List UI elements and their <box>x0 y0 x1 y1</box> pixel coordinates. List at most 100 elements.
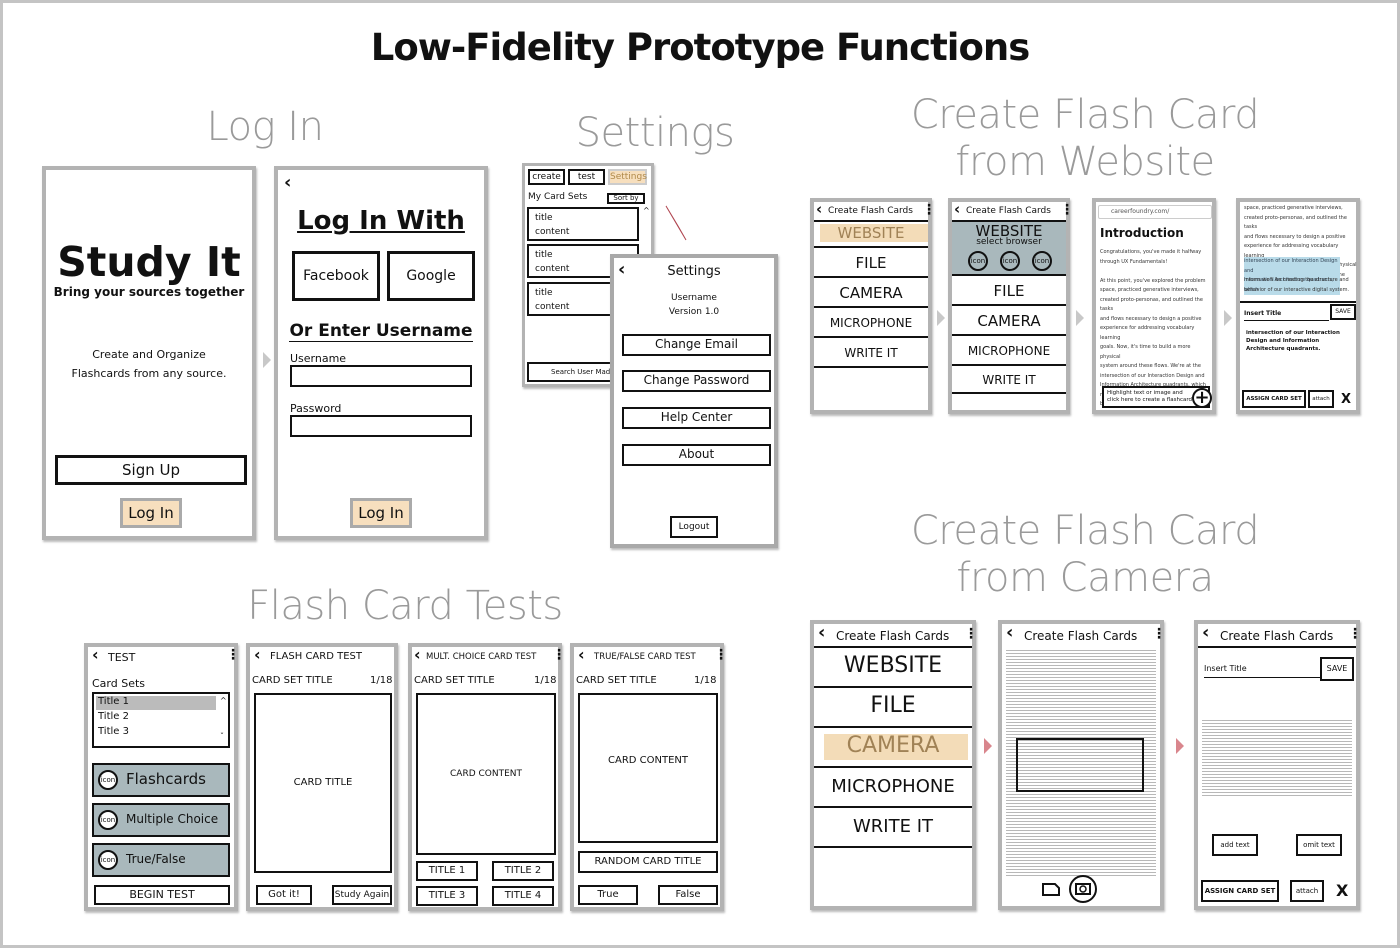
option-file[interactable]: FILE <box>855 254 887 272</box>
mode-flashcards-button[interactable]: Flashcards <box>92 763 230 797</box>
back-icon[interactable]: ‹ <box>818 622 826 643</box>
back-icon[interactable]: ‹ <box>578 645 585 664</box>
true-false-card: CARD CONTENT <box>578 693 718 843</box>
back-icon[interactable]: ‹ <box>1006 622 1014 643</box>
more-options-icon[interactable]: ⋮ <box>922 202 936 218</box>
divider <box>814 336 928 338</box>
login-submit-button[interactable]: Log In <box>350 498 412 528</box>
option-website[interactable]: WEBSITE <box>843 653 943 678</box>
website-options-screen: ‹ Create Flash Cards ⋮ WEBSITE FILE CAME… <box>810 198 936 414</box>
choice-button[interactable]: TITLE 3 <box>416 886 478 906</box>
card-set-option[interactable]: Title 3 <box>98 726 129 737</box>
omit-text-button[interactable]: omit text <box>1296 834 1342 856</box>
facebook-button[interactable]: Facebook <box>292 251 380 301</box>
signup-button[interactable]: Sign Up <box>55 455 247 485</box>
close-icon[interactable]: X <box>1336 881 1349 900</box>
google-button[interactable]: Google <box>387 251 475 301</box>
flash-card-test-screen: ‹ FLASH CARD TEST CARD SET TITLE 1/18 CA… <box>246 643 398 911</box>
option-camera[interactable]: CAMERA <box>977 312 1041 330</box>
more-options-icon[interactable]: ⋮ <box>552 647 566 663</box>
sort-by-button[interactable]: Sort by <box>607 193 645 204</box>
logout-button[interactable]: Logout <box>670 516 718 538</box>
back-icon[interactable]: ‹ <box>414 645 421 664</box>
browser-icon[interactable]: icon <box>1000 251 1020 271</box>
add-text-button[interactable]: add text <box>1212 834 1258 856</box>
capture-selection-box[interactable] <box>1016 738 1144 792</box>
mult-choice-test-header: MULT. CHOICE CARD TEST <box>426 652 537 662</box>
mode-multiple-choice-button[interactable]: Multiple Choice <box>92 803 230 837</box>
highlighted-text: intersection of our Interaction Design a… <box>1244 257 1340 295</box>
insert-title-input[interactable]: Insert Title <box>1244 310 1282 317</box>
card-set-option[interactable]: Title 2 <box>98 711 129 722</box>
begin-test-button[interactable]: BEGIN TEST <box>94 885 230 905</box>
study-again-button[interactable]: Study Again <box>332 885 392 905</box>
camera-shutter-icon[interactable] <box>1068 874 1098 904</box>
back-icon[interactable]: ‹ <box>954 200 961 218</box>
save-button[interactable]: SAVE <box>1330 304 1356 320</box>
option-microphone[interactable]: MICROPHONE <box>831 776 955 797</box>
choice-button[interactable]: TITLE 1 <box>416 861 478 881</box>
attach-button[interactable]: attach <box>1290 880 1324 902</box>
scroll-up-icon[interactable]: ^ <box>643 206 650 215</box>
option-write-it[interactable]: WRITE IT <box>852 816 933 837</box>
option-camera[interactable]: CAMERA <box>846 733 940 758</box>
login-button[interactable]: Log In <box>120 498 182 528</box>
option-camera[interactable]: CAMERA <box>839 284 903 302</box>
password-input[interactable] <box>290 415 472 437</box>
more-options-icon[interactable]: ⋮ <box>1152 626 1166 642</box>
back-icon[interactable]: ‹ <box>618 259 626 280</box>
option-file[interactable]: FILE <box>870 693 916 718</box>
option-file[interactable]: FILE <box>993 282 1025 300</box>
add-flashcard-icon[interactable]: + <box>1192 388 1212 408</box>
more-options-icon[interactable]: ⋮ <box>226 647 240 663</box>
settings-panel: ‹ Settings Username Version 1.0 Change E… <box>610 254 778 548</box>
tab-settings[interactable]: Settings <box>608 169 647 185</box>
close-icon[interactable]: X <box>1341 392 1352 407</box>
scroll-down-icon[interactable]: ˇ <box>220 732 224 741</box>
back-icon[interactable]: ‹ <box>284 172 292 193</box>
scroll-up-icon[interactable]: ^ <box>220 696 227 705</box>
switch-camera-icon[interactable] <box>1040 880 1062 898</box>
false-button[interactable]: False <box>658 885 718 905</box>
option-microphone[interactable]: MICROPHONE <box>967 344 1051 358</box>
change-email-button[interactable]: Change Email <box>622 334 771 356</box>
change-password-button[interactable]: Change Password <box>622 370 771 392</box>
back-icon[interactable]: ‹ <box>1202 622 1210 643</box>
browser-icon[interactable]: icon <box>1032 251 1052 271</box>
attach-button[interactable]: attach <box>1308 390 1334 408</box>
card-set-content: content <box>535 302 570 312</box>
more-options-icon[interactable]: ⋮ <box>714 647 728 663</box>
about-button[interactable]: About <box>622 444 771 466</box>
browser-url-bar[interactable]: careerfoundry.com/ <box>1098 205 1212 219</box>
card-set-option[interactable]: Title 1 <box>98 696 129 707</box>
got-it-button[interactable]: Got it! <box>256 885 312 905</box>
flash-card[interactable]: CARD TITLE <box>254 693 392 873</box>
choice-button[interactable]: TITLE 2 <box>492 861 554 881</box>
save-button[interactable]: SAVE <box>1320 657 1354 681</box>
help-center-button[interactable]: Help Center <box>622 407 771 429</box>
option-website[interactable]: WEBSITE <box>837 224 905 242</box>
browser-icon[interactable]: icon <box>968 251 988 271</box>
tab-test[interactable]: test <box>568 169 605 185</box>
more-options-icon[interactable]: ⋮ <box>964 626 978 642</box>
option-write-it[interactable]: WRITE IT <box>982 373 1036 387</box>
assign-card-set-button[interactable]: ASSIGN CARD SET <box>1201 880 1279 902</box>
assign-card-set-button[interactable]: ASSIGN CARD SET <box>1242 390 1306 408</box>
option-write-it[interactable]: WRITE IT <box>844 346 898 360</box>
back-icon[interactable]: ‹ <box>816 200 823 218</box>
option-website[interactable]: WEBSITE <box>975 222 1043 240</box>
more-options-icon[interactable]: ⋮ <box>1060 202 1074 218</box>
choice-button[interactable]: TITLE 4 <box>492 886 554 906</box>
insert-title-input[interactable]: Insert Title <box>1204 664 1247 673</box>
app-tagline: Bring your sources together <box>53 285 245 299</box>
back-icon[interactable]: ‹ <box>254 645 261 664</box>
tab-create[interactable]: create <box>528 169 565 185</box>
option-microphone[interactable]: MICROPHONE <box>829 316 913 330</box>
more-options-icon[interactable]: ⋮ <box>1348 626 1362 642</box>
true-button[interactable]: True <box>578 885 638 905</box>
username-input[interactable] <box>290 365 472 387</box>
back-icon[interactable]: ‹ <box>92 645 99 664</box>
